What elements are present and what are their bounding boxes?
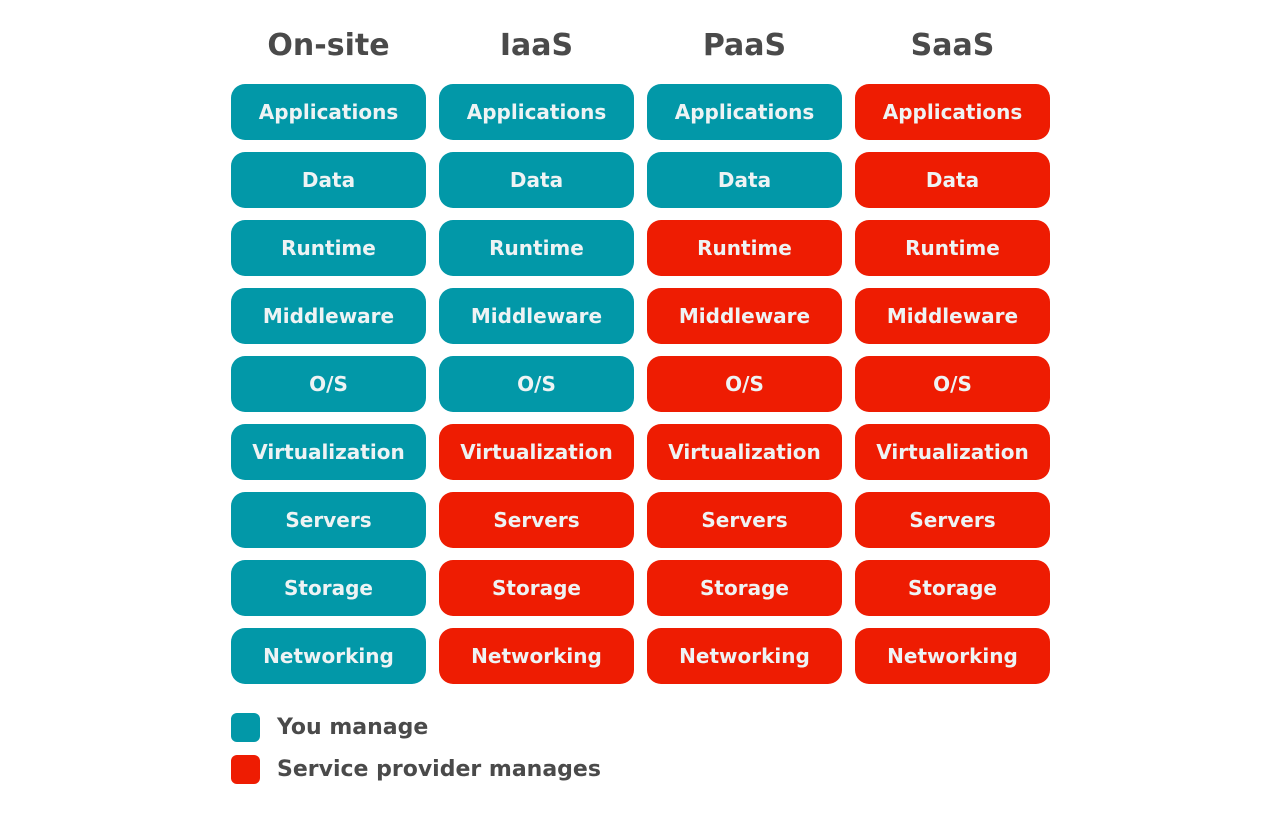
layer-servers: Servers [647, 492, 842, 548]
legend: You manage Service provider manages [231, 712, 601, 796]
layer-networking: Networking [231, 628, 426, 684]
layer-networking: Networking [855, 628, 1050, 684]
layer-os: O/S [231, 356, 426, 412]
layer-applications: Applications [231, 84, 426, 140]
layer-networking: Networking [647, 628, 842, 684]
service-model-columns: On-site Applications Data Runtime Middle… [231, 20, 1050, 696]
layer-applications: Applications [439, 84, 634, 140]
layer-storage: Storage [231, 560, 426, 616]
layer-data: Data [231, 152, 426, 208]
column-iaas: IaaS Applications Data Runtime Middlewar… [439, 20, 634, 696]
layer-middleware: Middleware [855, 288, 1050, 344]
column-title: IaaS [499, 28, 574, 63]
column-paas: PaaS Applications Data Runtime Middlewar… [647, 20, 842, 696]
legend-swatch-you-manage [231, 712, 260, 742]
layer-runtime: Runtime [439, 220, 634, 276]
layer-virtualization: Virtualization [439, 424, 634, 480]
layer-data: Data [855, 152, 1050, 208]
legend-swatch-provider-manages [231, 754, 260, 784]
layer-servers: Servers [855, 492, 1050, 548]
layer-storage: Storage [647, 560, 842, 616]
legend-label-provider-manages: Service provider manages [277, 756, 601, 782]
layer-applications: Applications [647, 84, 842, 140]
layer-os: O/S [647, 356, 842, 412]
layer-runtime: Runtime [231, 220, 426, 276]
layer-applications: Applications [855, 84, 1050, 140]
layer-virtualization: Virtualization [647, 424, 842, 480]
column-saas: SaaS Applications Data Runtime Middlewar… [855, 20, 1050, 696]
layer-middleware: Middleware [231, 288, 426, 344]
layer-data: Data [439, 152, 634, 208]
legend-item-provider-manages: Service provider manages [231, 754, 601, 784]
column-title: On-site [267, 28, 390, 63]
layer-os: O/S [855, 356, 1050, 412]
layer-virtualization: Virtualization [855, 424, 1050, 480]
legend-label-you-manage: You manage [277, 714, 429, 740]
layer-runtime: Runtime [855, 220, 1050, 276]
layer-middleware: Middleware [439, 288, 634, 344]
layer-servers: Servers [231, 492, 426, 548]
column-on-site: On-site Applications Data Runtime Middle… [231, 20, 426, 696]
layer-networking: Networking [439, 628, 634, 684]
layer-storage: Storage [855, 560, 1050, 616]
legend-item-you-manage: You manage [231, 712, 601, 742]
column-title: SaaS [910, 28, 995, 63]
layer-servers: Servers [439, 492, 634, 548]
layer-middleware: Middleware [647, 288, 842, 344]
layer-data: Data [647, 152, 842, 208]
layer-virtualization: Virtualization [231, 424, 426, 480]
layer-os: O/S [439, 356, 634, 412]
layer-runtime: Runtime [647, 220, 842, 276]
column-title: PaaS [702, 28, 787, 63]
layer-storage: Storage [439, 560, 634, 616]
